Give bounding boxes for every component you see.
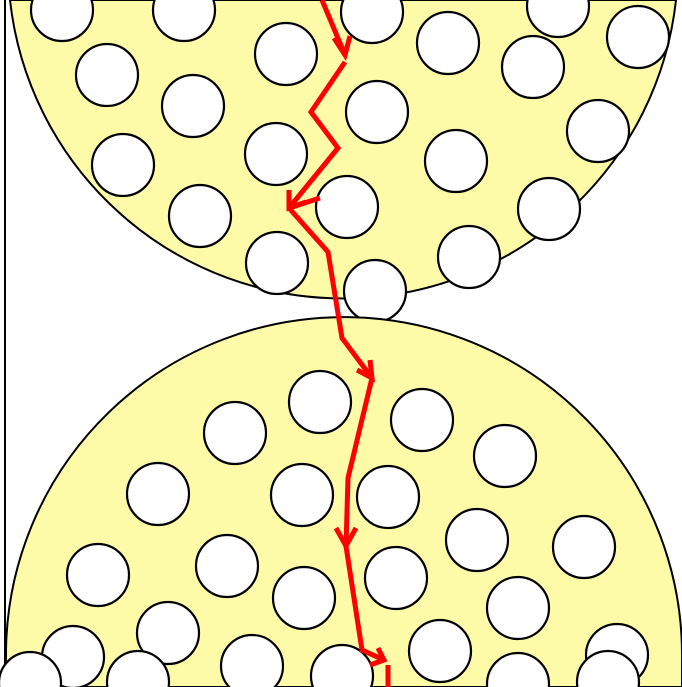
pore-circle	[553, 516, 615, 578]
pore-circle	[567, 100, 629, 162]
pore-circle	[289, 371, 351, 433]
pore-circle	[487, 577, 549, 639]
pore-circle	[92, 134, 154, 196]
pore-circle	[344, 260, 406, 322]
pore-circle	[425, 130, 487, 192]
pore-circle	[204, 402, 266, 464]
pore-circle	[607, 6, 669, 68]
pore-circle	[391, 389, 453, 451]
pore-circle	[162, 75, 224, 137]
pore-circle	[316, 176, 378, 238]
pore-circle	[196, 535, 258, 597]
pore-circle	[127, 463, 189, 525]
pore-circle	[271, 464, 333, 526]
pore-circle	[169, 185, 231, 247]
pore-circle	[357, 466, 419, 528]
pore-circle	[518, 178, 580, 240]
pore-circle	[245, 123, 307, 185]
pore-circle	[409, 620, 471, 682]
pore-circle	[365, 547, 427, 609]
pore-circle	[246, 232, 308, 294]
pore-circle	[273, 567, 335, 629]
pore-circle	[67, 544, 129, 606]
pore-circle	[255, 23, 317, 85]
lower-grain-body	[6, 317, 682, 687]
pore-circle	[221, 635, 283, 687]
pore-circle	[474, 425, 536, 487]
pore-circle	[438, 226, 500, 288]
lower-grain	[0, 317, 682, 687]
pore-circle	[417, 12, 479, 74]
pore-circle	[446, 509, 508, 571]
pore-circle	[346, 81, 408, 143]
pore-circle	[76, 44, 138, 106]
pore-circle	[502, 36, 564, 98]
